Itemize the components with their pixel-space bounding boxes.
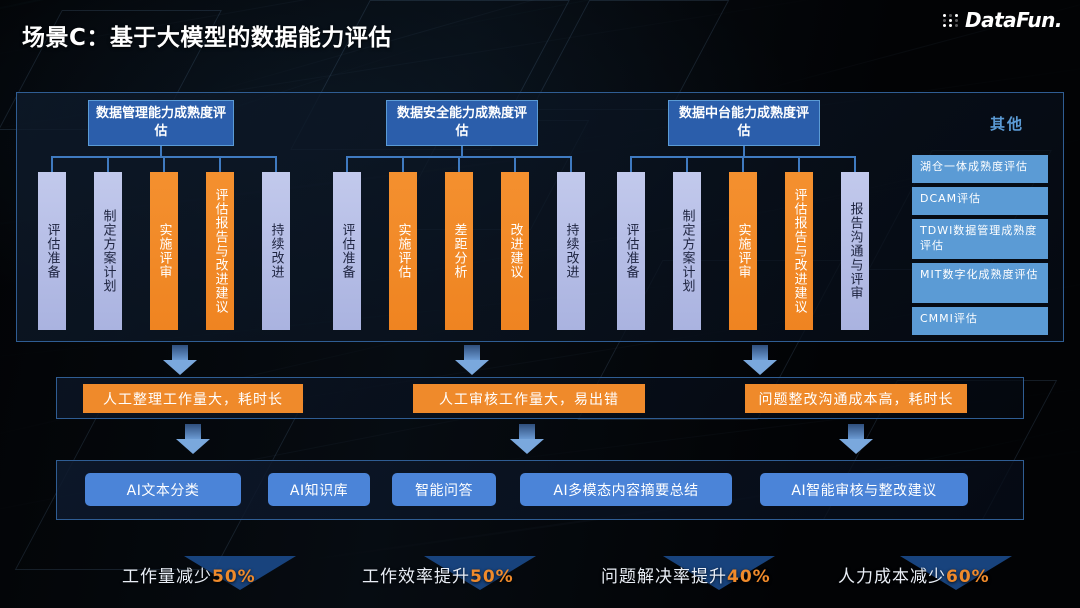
step-2-3[interactable]: 差距分析 [445,172,473,330]
metric-3: 问题解决率提升40% [601,562,770,587]
tree-drop [798,156,800,172]
tree-drop [570,156,572,172]
group-header-3[interactable]: 数据中台能力成熟度评估 [668,100,820,146]
datafun-dots-icon [943,13,959,27]
metric-2: 工作效率提升50% [362,562,513,587]
tree-stem [160,142,162,156]
tree-drop [630,156,632,172]
ai-capability-4[interactable]: AI多模态内容摘要总结 [520,473,732,506]
tree-stem [743,142,745,156]
logo-wordmark: DataFun. [965,8,1062,32]
other-item-2[interactable]: DCAM评估 [912,187,1048,215]
arrow-down-icon-pain-3 [743,345,777,375]
group-header-1[interactable]: 数据管理能力成熟度评估 [88,100,234,146]
arrow-down-icon-ai-2 [510,424,544,454]
metric-value-2: 50% [470,567,514,587]
metric-value-3: 40% [727,567,771,587]
step-3-2[interactable]: 制定方案计划 [673,172,701,330]
metric-label-2: 工作效率提升 [362,567,470,587]
tree-drop [854,156,856,172]
metric-value-4: 60% [946,567,990,587]
metric-1: 工作量减少50% [122,562,255,587]
tree-drop [107,156,109,172]
group-header-2[interactable]: 数据安全能力成熟度评估 [386,100,538,146]
tree-drop [514,156,516,172]
pain-point-2[interactable]: 人工审核工作量大，易出错 [413,384,645,413]
step-2-2[interactable]: 实施评估 [389,172,417,330]
step-1-4[interactable]: 评估报告与改进建议 [206,172,234,330]
step-3-1[interactable]: 评估准备 [617,172,645,330]
step-3-3[interactable]: 实施评审 [729,172,757,330]
arrow-down-icon-ai-1 [176,424,210,454]
metric-label-1: 工作量减少 [122,567,212,587]
tree-drop [458,156,460,172]
tree-drop [219,156,221,172]
metric-4: 人力成本减少60% [838,562,989,587]
step-2-1[interactable]: 评估准备 [333,172,361,330]
arrow-down-icon-pain-1 [163,345,197,375]
step-1-1[interactable]: 评估准备 [38,172,66,330]
step-1-5[interactable]: 持续改进 [262,172,290,330]
other-group-title: 其他 [989,115,1024,133]
page-title: 场景C：基于大模型的数据能力评估 [22,25,392,51]
datafun-logo: DataFun. [943,8,1062,32]
step-1-2[interactable]: 制定方案计划 [94,172,122,330]
tree-drop [402,156,404,172]
step-3-5[interactable]: 报告沟通与评审 [841,172,869,330]
tree-drop [686,156,688,172]
arrow-down-icon-ai-3 [839,424,873,454]
step-2-4[interactable]: 改进建议 [501,172,529,330]
ai-capability-5[interactable]: AI智能审核与整改建议 [760,473,968,506]
pain-point-1[interactable]: 人工整理工作量大，耗时长 [83,384,303,413]
tree-drop [275,156,277,172]
other-item-1[interactable]: 湖仓一体成熟度评估 [912,155,1048,183]
tree-drop [346,156,348,172]
arrow-down-icon-pain-2 [455,345,489,375]
other-item-3[interactable]: TDWI数据管理成熟度评估 [912,219,1048,259]
ai-capability-3[interactable]: 智能问答 [392,473,496,506]
ai-capability-2[interactable]: AI知识库 [268,473,370,506]
pain-point-3[interactable]: 问题整改沟通成本高，耗时长 [745,384,967,413]
ai-capability-1[interactable]: AI文本分类 [85,473,241,506]
metric-value-1: 50% [212,567,256,587]
tree-drop [163,156,165,172]
metric-label-4: 人力成本减少 [838,567,946,587]
other-item-4[interactable]: MIT数字化成熟度评估 [912,263,1048,303]
tree-drop [742,156,744,172]
metric-label-3: 问题解决率提升 [601,567,727,587]
other-item-5[interactable]: CMMI评估 [912,307,1048,335]
step-1-3[interactable]: 实施评审 [150,172,178,330]
step-3-4[interactable]: 评估报告与改进建议 [785,172,813,330]
tree-stem [461,142,463,156]
step-2-5[interactable]: 持续改进 [557,172,585,330]
tree-drop [51,156,53,172]
